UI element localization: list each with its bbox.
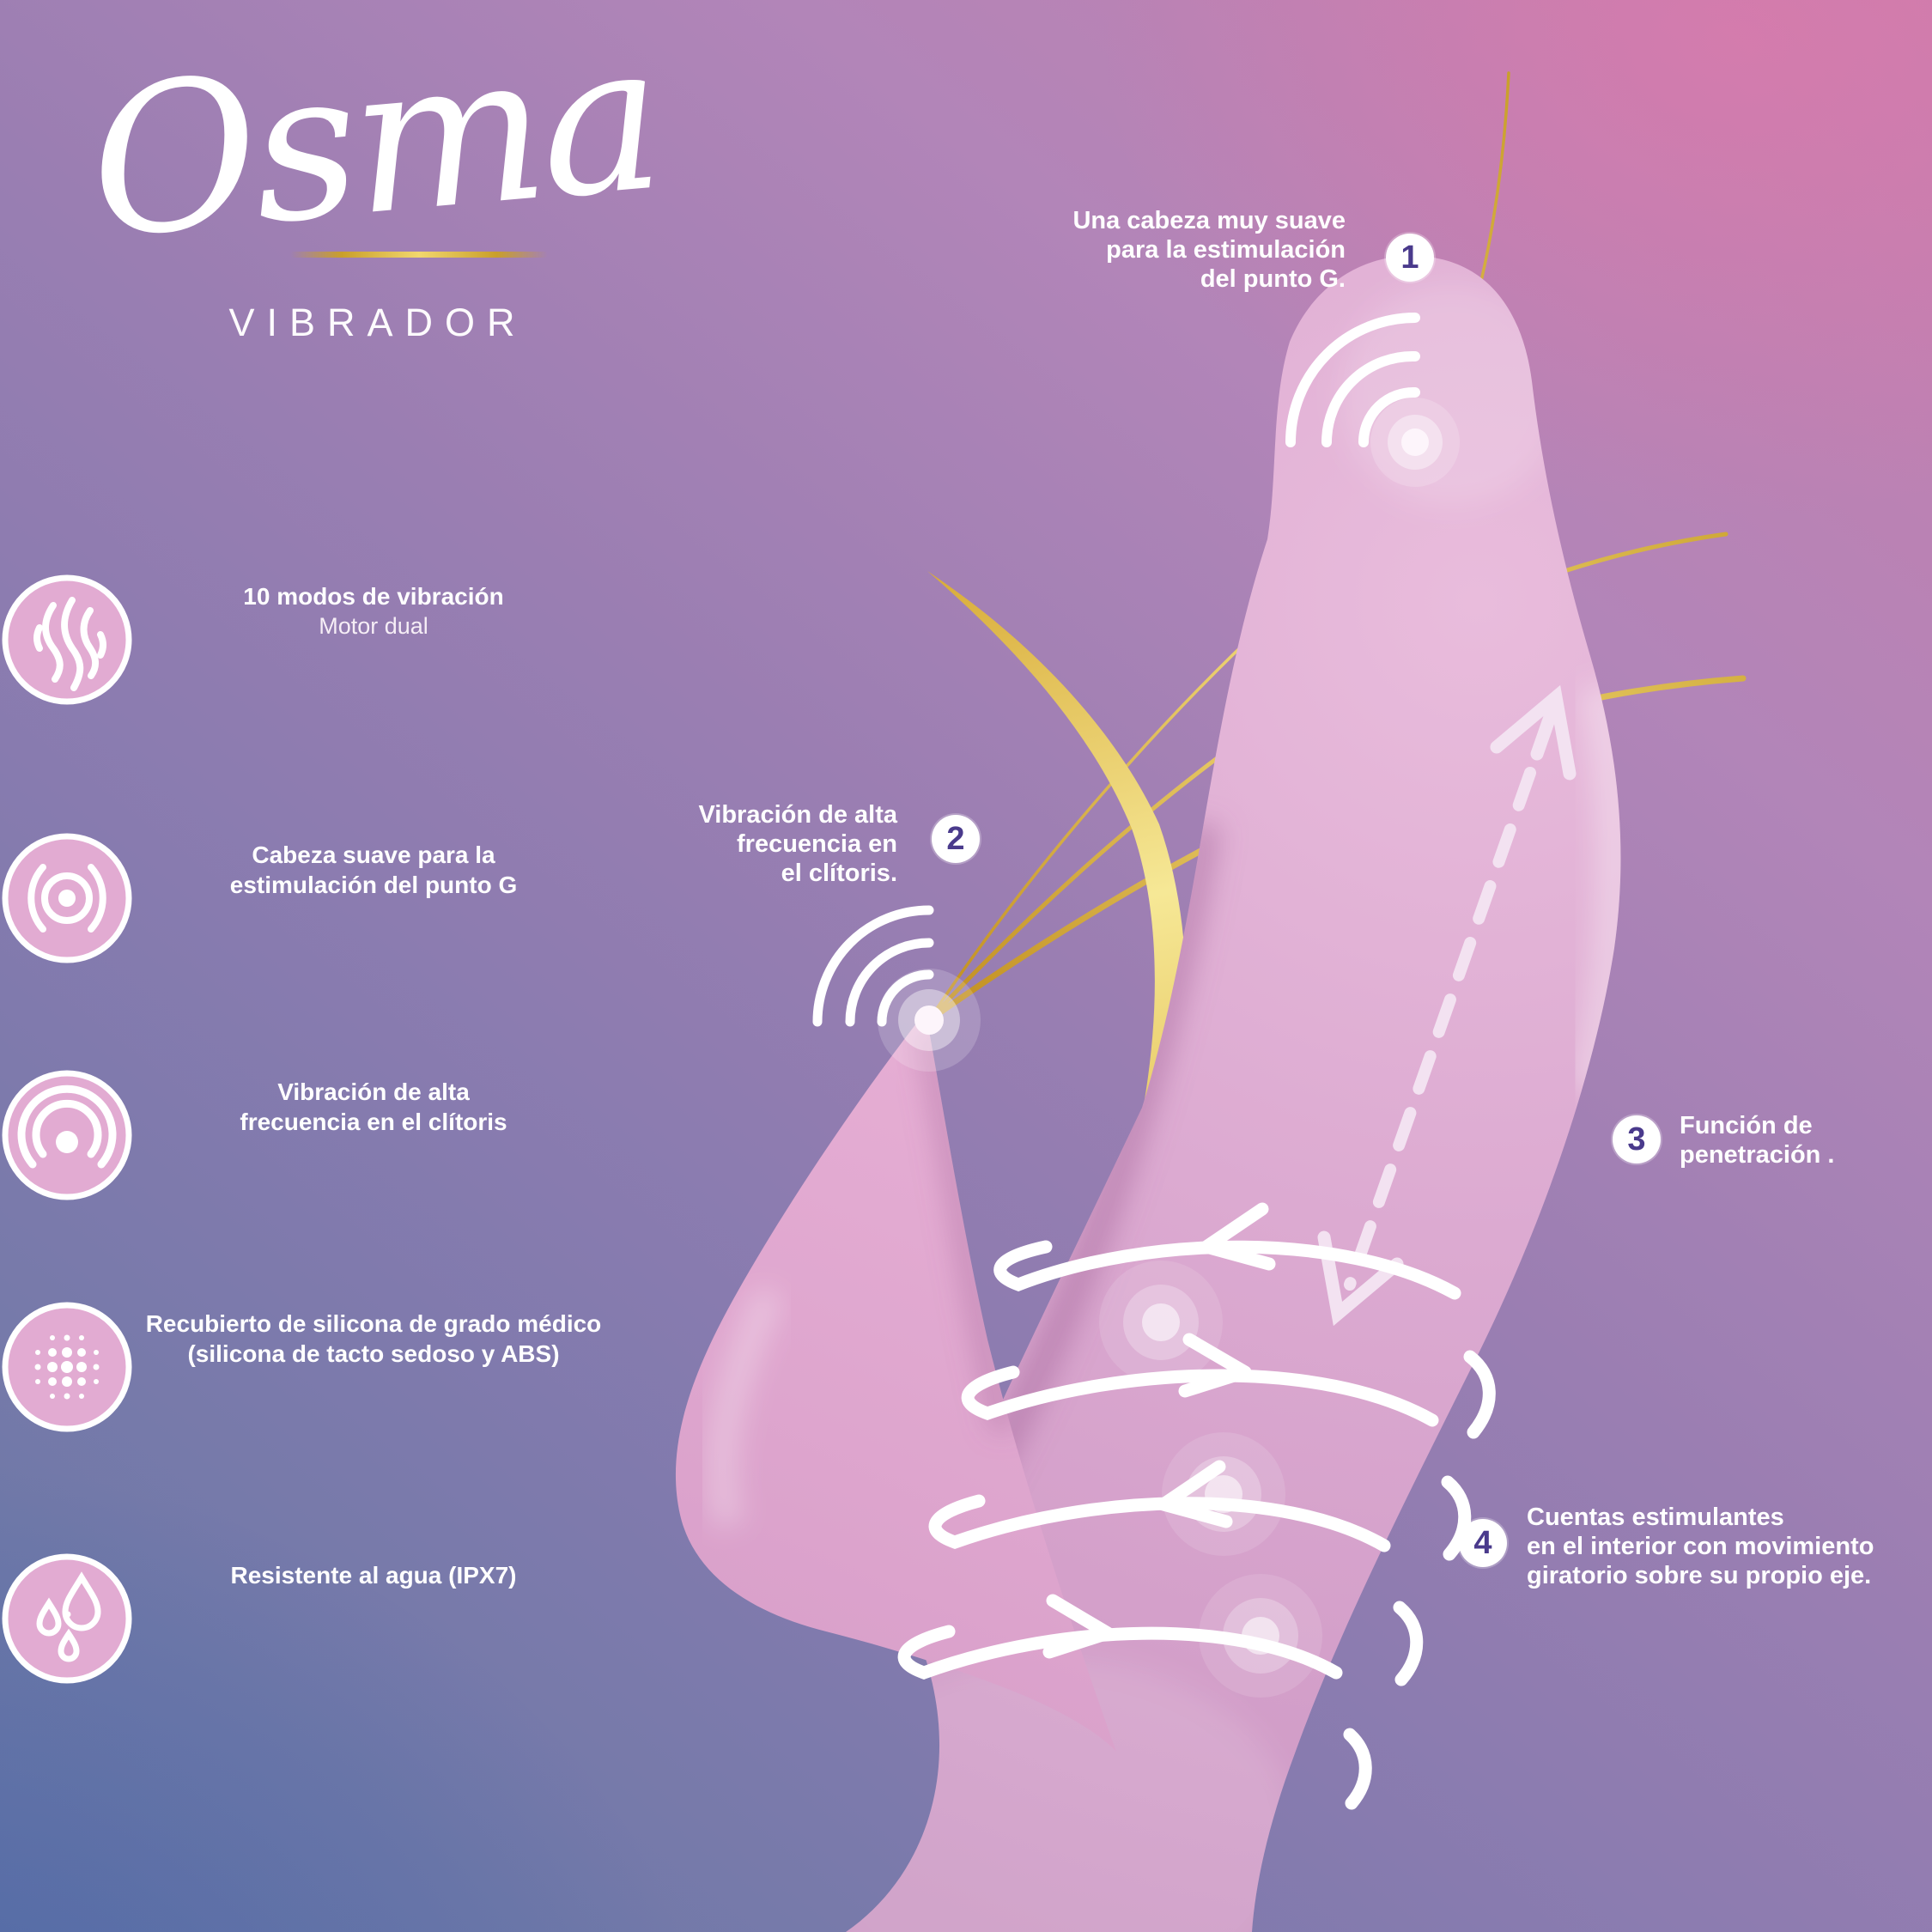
gspot-head-icon	[2, 833, 132, 963]
gold-divider	[290, 252, 548, 258]
brand-subtitle: VIBRADOR	[228, 301, 527, 344]
annotation-2-text: Vibración de alta frecuencia en el clíto…	[698, 801, 897, 887]
vibration-waves-icon	[2, 574, 132, 705]
feature-caption-sub: estimulación del punto G	[229, 872, 518, 898]
feature-caption: Cabeza suave para la	[252, 841, 495, 868]
brand-logo: Osma	[81, 0, 667, 285]
penetration-arrow	[1317, 684, 1577, 1327]
annotation-4-text: Cuentas estimulantes en el interior con …	[1527, 1504, 1874, 1589]
medical-silicone-icon	[2, 1302, 132, 1432]
waterproof-icon	[2, 1553, 132, 1684]
feature-caption: Vibración de alta	[277, 1078, 470, 1105]
high-frequency-icon	[2, 1070, 132, 1200]
annotation-4-badge: 4	[1459, 1519, 1507, 1567]
feature-gspot-head: Cabeza suave para la estimulación del pu…	[0, 831, 747, 963]
feature-caption: 10 modos de vibración	[243, 583, 504, 610]
bead-glow-dots	[1099, 1261, 1322, 1698]
arm-glow-dot	[878, 969, 981, 1072]
annotation-1-text: Una cabeza muy suave para la estimulació…	[1072, 207, 1346, 293]
feature-caption-sub: (silicona de tacto sedoso y ABS)	[187, 1340, 560, 1367]
feature-waterproof: Resistente al agua (IPX7)	[0, 1552, 747, 1684]
annotation-3-text: Función de penetración .	[1680, 1112, 1835, 1169]
arm-vibration-arcs	[812, 905, 934, 1027]
feature-medical-silicone: Recubierto de silicona de grado médico (…	[0, 1300, 747, 1432]
annotation-1-badge: 1	[1386, 234, 1434, 282]
feature-high-frequency: Vibración de alta frecuencia en el clíto…	[0, 1068, 747, 1200]
feature-caption-sub: frecuencia en el clítoris	[240, 1109, 507, 1135]
head-glow-dot	[1370, 398, 1460, 487]
annotation-3-badge: 3	[1613, 1115, 1661, 1163]
clitoral-arm	[675, 1012, 1116, 1752]
feature-caption-sub: Motor dual	[319, 613, 428, 639]
feature-caption: Resistente al agua (IPX7)	[230, 1562, 517, 1589]
feature-caption: Recubierto de silicona de grado médico	[145, 1310, 602, 1337]
head-vibration-arcs	[1285, 313, 1420, 447]
annotation-2-badge: 2	[932, 815, 980, 863]
feature-vibration-modes: 10 modos de vibración Motor dual	[0, 573, 747, 705]
